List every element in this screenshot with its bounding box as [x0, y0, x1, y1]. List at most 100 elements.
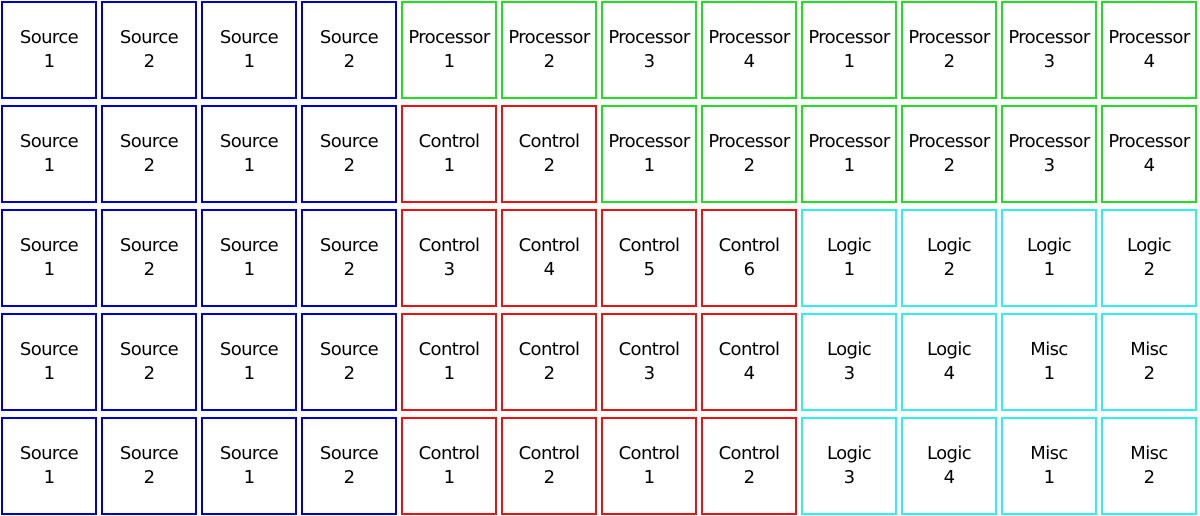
block-label: Processor — [708, 27, 790, 48]
block-source-r4-c3[interactable]: Source 1 — [201, 313, 297, 411]
block-label: Source — [219, 235, 279, 256]
block-source-r3-c3[interactable]: Source 1 — [201, 209, 297, 307]
block-number: 5 — [643, 259, 655, 280]
block-processor-r1-c7[interactable]: Processor 3 — [601, 1, 697, 99]
block-label: Processor — [608, 131, 690, 152]
block-label: Logic — [826, 339, 872, 360]
block-number: 2 — [743, 155, 755, 176]
block-label: Source — [319, 131, 379, 152]
block-number: 6 — [743, 259, 755, 280]
block-number: 1 — [443, 467, 455, 488]
block-label: Logic — [926, 235, 972, 256]
block-label: Processor — [1008, 131, 1090, 152]
block-label: Source — [219, 339, 279, 360]
block-number: 1 — [443, 155, 455, 176]
block-number: 2 — [343, 259, 355, 280]
block-label: Source — [119, 131, 179, 152]
block-label: Source — [119, 235, 179, 256]
block-number: 2 — [143, 363, 155, 384]
block-label: Processor — [608, 27, 690, 48]
block-label: Control — [418, 131, 480, 152]
block-label: Processor — [1008, 27, 1090, 48]
block-number: 2 — [143, 467, 155, 488]
block-number: 1 — [243, 363, 255, 384]
block-label: Control — [618, 443, 680, 464]
block-number: 3 — [643, 51, 655, 72]
block-label: Control — [518, 131, 580, 152]
block-number: 1 — [1043, 467, 1055, 488]
block-label: Source — [319, 339, 379, 360]
block-label: Source — [19, 339, 79, 360]
block-label: Processor — [508, 27, 590, 48]
block-control-r2-c5[interactable]: Control 1 — [401, 105, 497, 203]
block-number: 1 — [243, 259, 255, 280]
block-number: 2 — [943, 51, 955, 72]
block-label: Misc — [1030, 339, 1068, 360]
block-number: 2 — [543, 467, 555, 488]
block-label: Source — [19, 235, 79, 256]
block-logic-r4-c10[interactable]: Logic 4 — [901, 313, 997, 411]
block-label: Logic — [926, 339, 972, 360]
block-label: Source — [219, 443, 279, 464]
block-label: Processor — [908, 131, 990, 152]
block-number: 4 — [743, 51, 755, 72]
block-processor-r1-c8[interactable]: Processor 4 — [701, 1, 797, 99]
block-number: 4 — [943, 363, 955, 384]
